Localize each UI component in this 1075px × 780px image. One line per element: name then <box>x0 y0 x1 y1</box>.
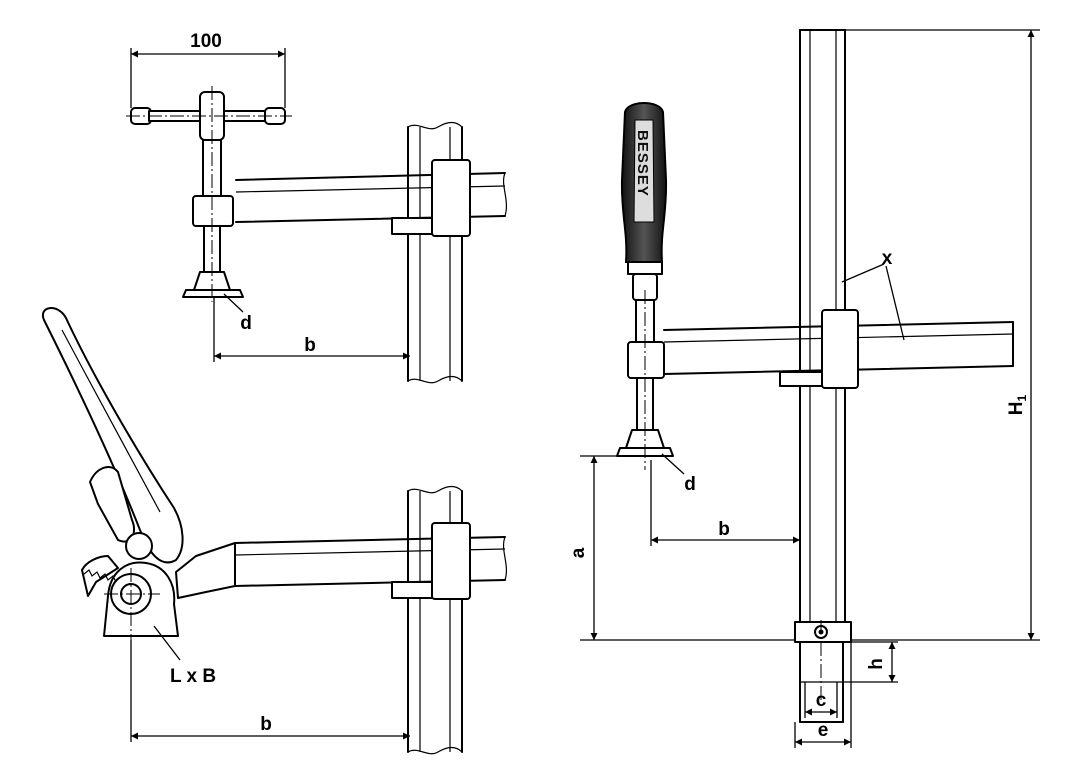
label-d-top: d <box>240 313 252 334</box>
dimension-b-bottom: b <box>130 640 410 742</box>
dimension-a: a <box>568 455 795 641</box>
slider-block-top-left <box>431 159 471 237</box>
spindle-right <box>616 290 674 470</box>
label-b-bottom: b <box>260 714 272 735</box>
label-h1: H1 <box>1006 394 1029 415</box>
brand-label: BESSEY <box>634 130 651 197</box>
dimension-100: 100 <box>130 31 286 108</box>
lever-clamp-view: L x B b <box>41 307 508 755</box>
spindle-top-left <box>126 86 292 302</box>
dimension-label-100: 100 <box>190 31 222 52</box>
lever-mechanism <box>41 307 236 648</box>
label-x: x <box>882 248 893 269</box>
label-e: e <box>818 720 829 741</box>
dimension-b-right: b <box>650 460 800 546</box>
bessey-handle: BESSEY <box>620 102 668 301</box>
dimension-c: c <box>804 682 838 718</box>
slider-block-right <box>821 309 859 389</box>
t-handle-clamp-view: 100 d b <box>126 31 508 384</box>
dimension-h: h <box>843 641 898 683</box>
bessey-clamp-view: x BESSEY d b a <box>568 29 1040 748</box>
dimension-e: e <box>794 642 852 748</box>
dimension-h1: H1 <box>845 29 1040 641</box>
dimension-b-top: b <box>213 298 410 362</box>
label-x-group: x <box>841 248 905 341</box>
rail-bottom-left <box>407 485 463 755</box>
slider-block-bottom-left <box>431 522 471 600</box>
label-b-top: b <box>304 335 316 356</box>
label-lxb: L x B <box>170 666 216 687</box>
label-b-right: b <box>718 519 730 540</box>
label-d-right: d <box>684 474 696 495</box>
label-c: c <box>816 690 827 711</box>
label-h: h <box>866 658 887 670</box>
label-a: a <box>568 547 589 558</box>
